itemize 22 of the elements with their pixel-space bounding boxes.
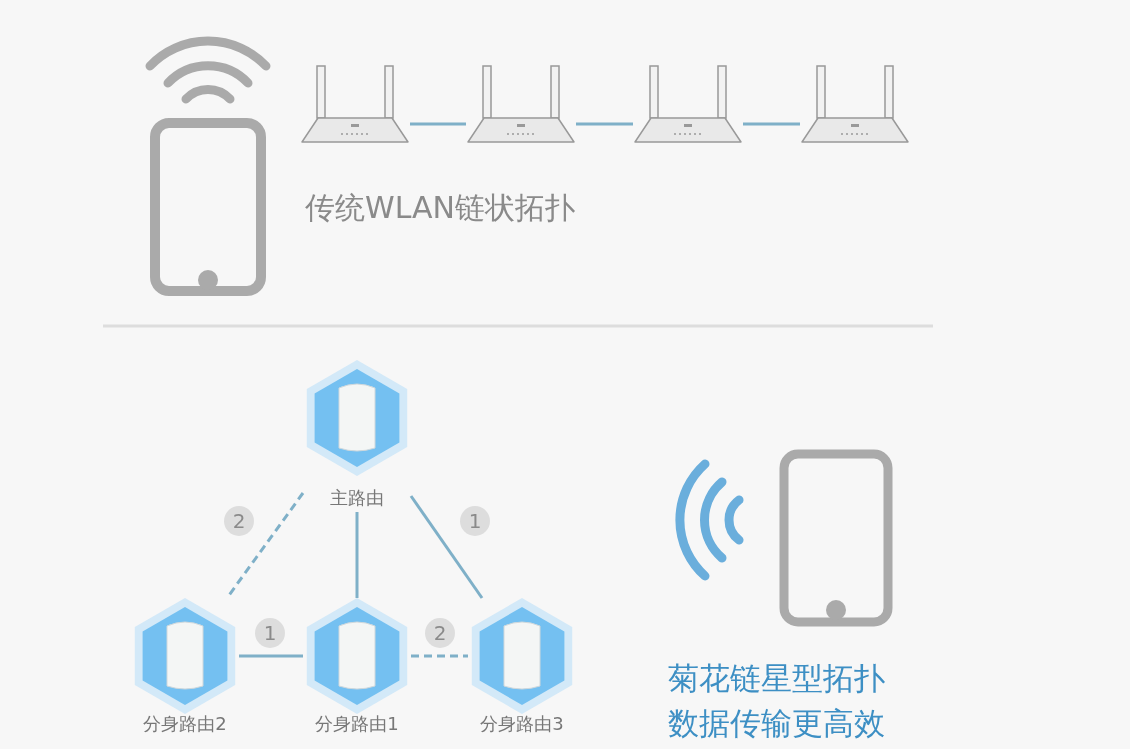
node-label: 主路由 [329, 486, 385, 510]
caption-text: 菊花链星型拓扑 [668, 659, 885, 698]
node-label: 分身路由2 [142, 712, 228, 736]
edge-label: 2 [425, 618, 455, 648]
node-label: 分身路由1 [314, 712, 400, 736]
connector-line [409, 495, 484, 599]
caption-text: 数据传输更高效 [668, 704, 885, 743]
edge-label: 2 [224, 506, 254, 536]
edge-label: 1 [255, 618, 285, 648]
connector-line [239, 654, 303, 658]
connector-line [410, 122, 466, 126]
router-icon [633, 62, 743, 146]
caption-text: 传统WLAN链状拓扑 [305, 189, 576, 227]
node-label: 分身路由3 [479, 712, 565, 736]
router-icon [466, 62, 576, 146]
connector-line [355, 512, 359, 598]
connector-line [743, 122, 800, 126]
connector-line [576, 122, 633, 126]
connector-line [411, 654, 468, 658]
router-icon [300, 62, 410, 146]
router-icon [800, 62, 910, 146]
edge-label: 1 [460, 506, 490, 536]
